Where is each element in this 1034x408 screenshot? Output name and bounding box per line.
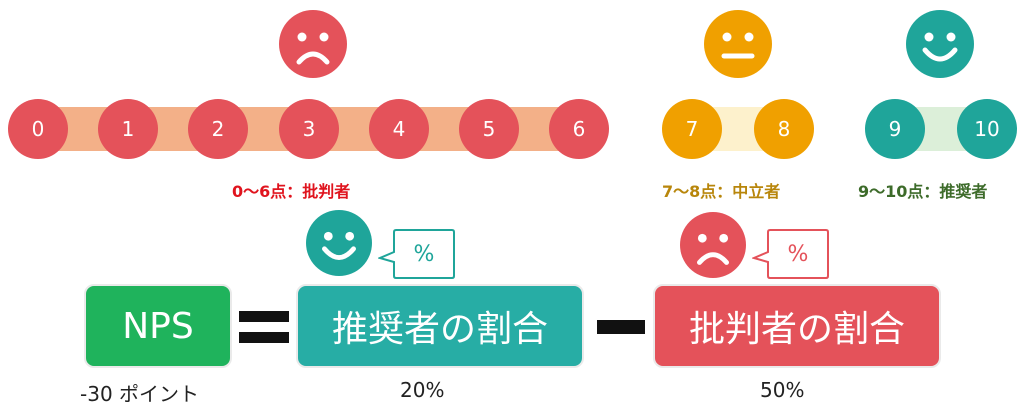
- score-9: 9: [865, 99, 925, 159]
- promoter-label: 9～10点：推奨者: [858, 182, 988, 201]
- speech-bubble-icon: [378, 229, 455, 279]
- happy-face-icon: [906, 10, 974, 78]
- promoter-ratio-box: 推奨者の割合: [296, 284, 584, 368]
- nps-box: NPS: [84, 284, 232, 368]
- score-5: 5: [459, 99, 519, 159]
- score-2: 2: [188, 99, 248, 159]
- detractor-value: 50%: [760, 378, 805, 402]
- minus-sign: [597, 320, 645, 334]
- sad-face-icon: [680, 212, 746, 278]
- sad-face-icon: [279, 10, 347, 78]
- promoter-percent: %: [413, 241, 435, 267]
- score-10: 10: [957, 99, 1017, 159]
- score-1: 1: [98, 99, 158, 159]
- detractor-percent: %: [787, 241, 809, 267]
- passive-label: 7～8点：中立者: [662, 182, 781, 201]
- score-8: 8: [754, 99, 814, 159]
- speech-bubble-icon: [752, 229, 829, 279]
- detractor-ratio-box: 批判者の割合: [653, 284, 941, 368]
- neutral-face-icon: [704, 10, 772, 78]
- detractor-label: 0～6点：批判者: [232, 182, 351, 201]
- score-6: 6: [549, 99, 609, 159]
- score-3: 3: [279, 99, 339, 159]
- score-0: 0: [8, 99, 68, 159]
- score-4: 4: [369, 99, 429, 159]
- happy-face-icon: [306, 210, 372, 276]
- score-7: 7: [662, 99, 722, 159]
- equals-sign: [239, 311, 289, 345]
- promoter-value: 20%: [400, 378, 445, 402]
- nps-value: -30 ポイント: [80, 382, 200, 406]
